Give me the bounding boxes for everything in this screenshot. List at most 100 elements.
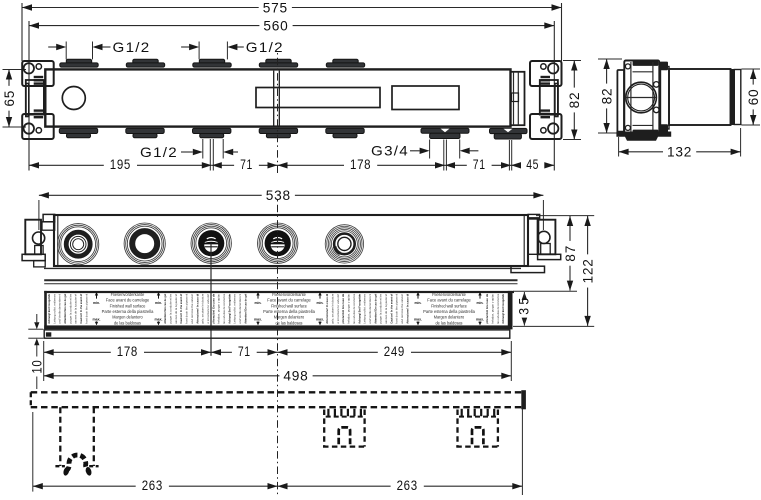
svg-text:132: 132 — [667, 144, 692, 160]
svg-text:vannes de la tuyauterie!: vannes de la tuyauterie! — [384, 294, 388, 324]
svg-text:195: 195 — [110, 156, 131, 172]
svg-text:min.: min. — [155, 301, 162, 305]
svg-text:gelo, svuotare le tubature: gelo, svuotare le tubature — [331, 293, 335, 323]
svg-text:538: 538 — [266, 187, 291, 203]
svg-text:575: 575 — [263, 0, 288, 15]
svg-text:Leitung vollst. entleeren: Leitung vollst. entleeren — [363, 293, 367, 324]
svg-text:71: 71 — [473, 156, 486, 172]
svg-text:max.: max. — [155, 317, 163, 321]
svg-text:498: 498 — [283, 368, 308, 384]
svg-text:60: 60 — [745, 89, 761, 106]
svg-text:heladas, purgar y quitar: heladas, purgar y quitar — [491, 294, 495, 324]
svg-text:e smontare le valvole!: e smontare le valvole! — [336, 294, 340, 324]
svg-text:and remove the valves!: and remove the valves! — [400, 294, 404, 324]
svg-text:purger la conduite et les: purger la conduite et les — [169, 293, 173, 324]
svg-text:10: 10 — [29, 360, 45, 374]
svg-text:G3/4: G3/4 — [371, 143, 409, 159]
svg-text:Attenzione! In caso di: Attenzione! In caso di — [405, 294, 409, 324]
svg-text:Achtung! Bei Frostgefahr: Achtung! Bei Frostgefahr — [47, 293, 51, 324]
svg-text:122: 122 — [580, 258, 596, 283]
svg-text:Achtung! Bei Frostgefahr: Achtung! Bei Frostgefahr — [501, 293, 505, 324]
svg-text:Attention! En cas de gel: Attention! En cas de gel — [243, 294, 247, 324]
svg-text:vannes de la tuyauterie!: vannes de la tuyauterie! — [74, 294, 78, 324]
svg-text:Achtung! Bei Frostgefahr: Achtung! Bei Frostgefahr — [227, 293, 231, 324]
svg-text:min.: min. — [415, 301, 422, 305]
svg-text:263: 263 — [142, 477, 163, 493]
svg-text:Caution! In the event of: Caution! In the event of — [389, 294, 393, 324]
svg-text:Finished wall surface: Finished wall surface — [110, 303, 146, 308]
svg-text:Margen delantero: Margen delantero — [274, 315, 305, 320]
svg-text:frost drain the pipework: frost drain the pipework — [395, 293, 399, 324]
svg-text:178: 178 — [117, 343, 138, 359]
svg-text:min.: min. — [317, 301, 324, 305]
svg-text:263: 263 — [397, 477, 418, 493]
svg-text:Caution! In the event of: Caution! In the event of — [79, 294, 83, 324]
svg-text:65: 65 — [1, 90, 17, 107]
svg-text:frost drain the pipework: frost drain the pipework — [84, 293, 88, 324]
svg-text:vannes de la tuyauterie!: vannes de la tuyauterie! — [174, 294, 178, 324]
svg-text:560: 560 — [263, 18, 288, 34]
svg-text:las valvulas de conductos: las valvulas de conductos — [222, 293, 226, 324]
svg-text:min.: min. — [93, 301, 100, 305]
svg-text:3 5: 3 5 — [516, 298, 532, 315]
svg-text:87: 87 — [562, 245, 578, 262]
svg-text:Attenzione! In caso di: Attenzione! In caso di — [195, 294, 199, 324]
svg-text:heladas, purgar y quitar: heladas, purgar y quitar — [347, 294, 351, 324]
svg-text:Margen delantero: Margen delantero — [434, 315, 465, 320]
svg-text:45: 45 — [526, 156, 539, 172]
svg-text:Leitung vollst. entleeren: Leitung vollst. entleeren — [233, 293, 237, 324]
svg-text:Caution! In the event of: Caution! In the event of — [179, 294, 183, 324]
svg-text:purger la conduite et les: purger la conduite et les — [379, 293, 383, 324]
svg-text:¡Atención! En caso de: ¡Atención! En caso de — [485, 293, 489, 323]
svg-text:Parte esterna della piastrella: Parte esterna della piastrella — [263, 309, 315, 314]
svg-text:249: 249 — [384, 343, 405, 359]
svg-text:max.: max. — [254, 317, 262, 321]
svg-text:Attention! En cas de gel: Attention! En cas de gel — [63, 294, 67, 324]
svg-text:Face avant du carrelage: Face avant du carrelage — [267, 298, 311, 303]
svg-text:G1/2: G1/2 — [113, 39, 151, 55]
svg-text:Leitung vollst. entleeren: Leitung vollst. entleeren — [52, 293, 56, 324]
svg-text:Finished wall surface: Finished wall surface — [431, 303, 467, 308]
svg-text:71: 71 — [238, 343, 251, 359]
svg-text:Attention! En cas de gel: Attention! En cas de gel — [373, 294, 377, 324]
svg-text:heladas, purgar y quitar: heladas, purgar y quitar — [217, 294, 221, 324]
svg-text:gelo, svuotare le tubature: gelo, svuotare le tubature — [201, 293, 205, 323]
svg-text:and remove the valves!: and remove the valves! — [190, 294, 194, 324]
svg-text:las valvulas de conductos: las valvulas de conductos — [352, 293, 356, 324]
svg-text:und Ventile demontieren!: und Ventile demontieren! — [238, 294, 242, 324]
svg-text:Attenzione! In caso di: Attenzione! In caso di — [325, 294, 329, 324]
svg-text:de las baldosas: de las baldosas — [276, 320, 303, 325]
svg-text:¡Atención! En caso de: ¡Atención! En caso de — [211, 293, 215, 323]
svg-text:Achtung! Bei Frostgefahr: Achtung! Bei Frostgefahr — [357, 293, 361, 324]
svg-text:¡Atención! En caso de: ¡Atención! En caso de — [341, 293, 345, 323]
svg-text:82: 82 — [599, 88, 615, 105]
svg-text:max.: max. — [476, 317, 484, 321]
svg-text:de las baldosas: de las baldosas — [114, 320, 141, 325]
svg-text:max.: max. — [93, 317, 101, 321]
svg-text:Fliesenvorderkante: Fliesenvorderkante — [432, 292, 466, 297]
svg-text:min.: min. — [255, 301, 262, 305]
svg-text:purger la conduite et les: purger la conduite et les — [68, 293, 72, 324]
svg-text:und Ventile demontieren!: und Ventile demontieren! — [368, 294, 372, 324]
svg-text:Parte esterna della piastrella: Parte esterna della piastrella — [102, 309, 154, 314]
svg-text:min.: min. — [477, 301, 484, 305]
svg-text:G1/2: G1/2 — [246, 39, 284, 55]
svg-text:71: 71 — [240, 156, 253, 172]
svg-text:und Ventile demontieren!: und Ventile demontieren! — [58, 294, 62, 324]
svg-text:Face avant du carrelage: Face avant du carrelage — [106, 298, 150, 303]
svg-text:Fliesenvorderkante: Fliesenvorderkante — [111, 292, 145, 297]
svg-text:max.: max. — [414, 317, 422, 321]
svg-text:max.: max. — [316, 317, 324, 321]
svg-text:Finished wall surface: Finished wall surface — [271, 303, 307, 308]
svg-text:de las baldosas: de las baldosas — [436, 320, 463, 325]
svg-text:G1/2: G1/2 — [140, 144, 178, 160]
svg-text:frost drain the pipework: frost drain the pipework — [185, 293, 189, 324]
svg-text:Attention! En cas de gel: Attention! En cas de gel — [163, 294, 167, 324]
svg-text:Parte esterna della piastrella: Parte esterna della piastrella — [423, 309, 475, 314]
svg-text:las valvulas de conductos: las valvulas de conductos — [496, 293, 500, 324]
svg-text:Margen delantero: Margen delantero — [112, 315, 143, 320]
svg-text:178: 178 — [350, 156, 371, 172]
svg-text:e smontare le valvole!: e smontare le valvole! — [206, 294, 210, 324]
svg-text:82: 82 — [566, 92, 582, 109]
svg-text:Face avant du carrelage: Face avant du carrelage — [427, 298, 471, 303]
